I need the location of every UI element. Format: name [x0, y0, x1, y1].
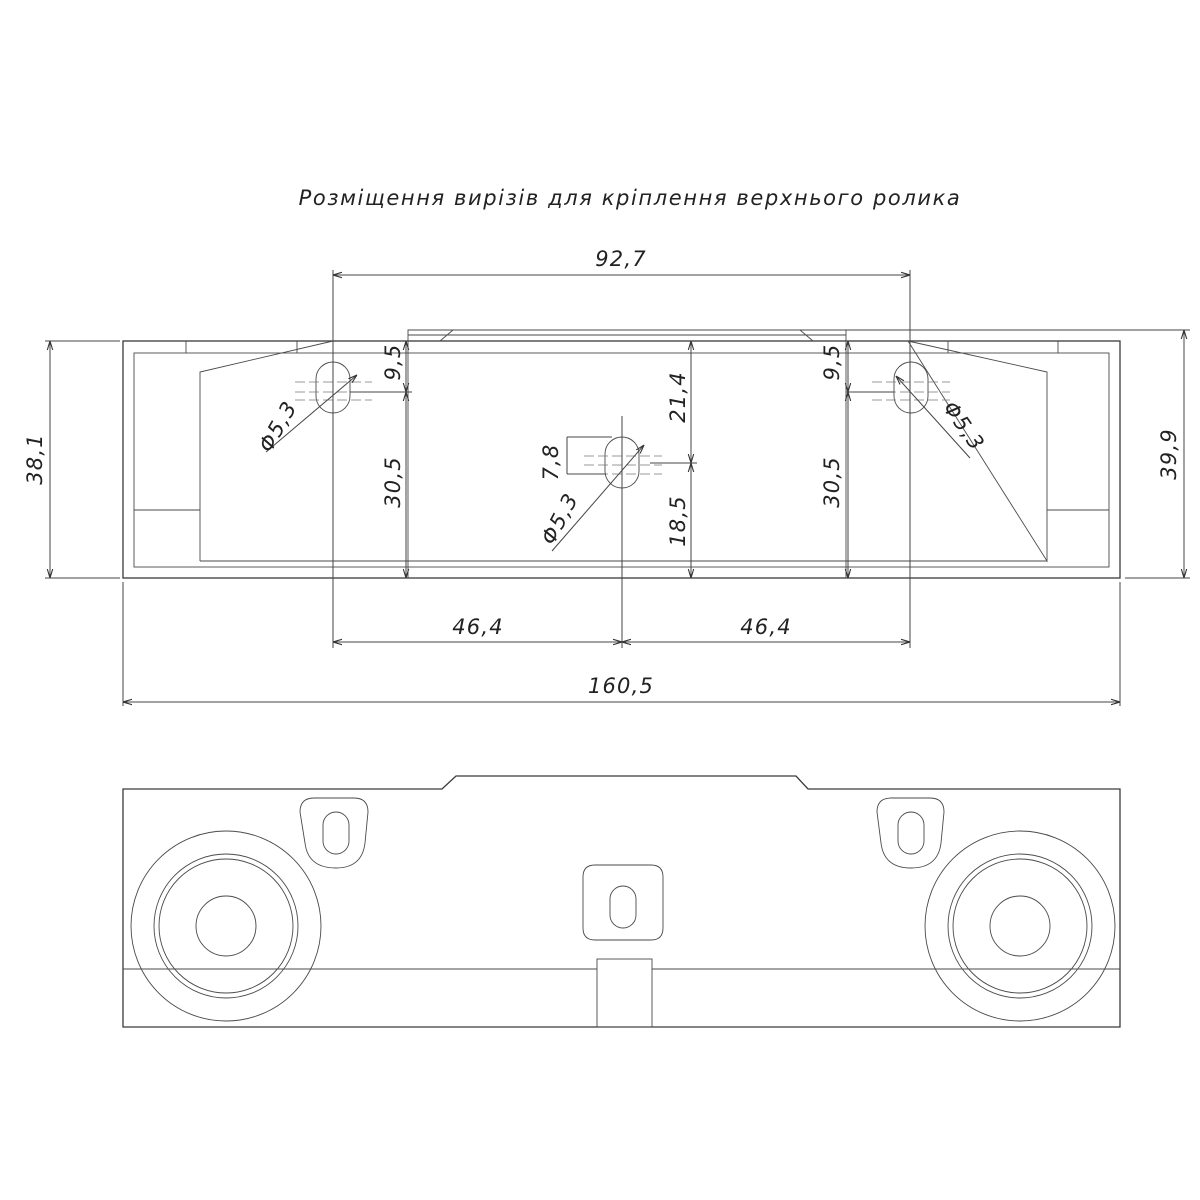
dim-right-hole-bottom-label: 30,5 [820, 456, 844, 508]
dim-right-hole-top-label: 9,5 [820, 344, 844, 381]
top-view-inner-plate [199, 340, 1048, 563]
right-mounting-tab [876, 797, 945, 869]
dim-center-hole-height: 7,8 [539, 437, 568, 481]
top-view-raised-flange [407, 329, 847, 342]
dim-total-width-label: 160,5 [588, 674, 654, 698]
dim-center-hole-vertical: 21,4 18,5 [650, 341, 697, 578]
dim-left-hole-vertical: 9,5 30,5 [350, 341, 412, 578]
left-mounting-tab [299, 797, 369, 869]
dim-left-height: 38,1 [23, 340, 120, 579]
dim-center-hole-bottom-label: 18,5 [666, 495, 690, 547]
dim-center-hole-height-label: 7,8 [539, 444, 563, 481]
left-roller-wheel [130, 830, 322, 1022]
front-view [122, 775, 1121, 1028]
dim-half-spans: 46,4 46,4 [333, 416, 910, 648]
center-mounting-slot [566, 436, 662, 489]
dim-left-height-label: 38,1 [23, 433, 47, 485]
dim-top-span: 92,7 [332, 247, 911, 648]
dim-center-hole-diameter-label: Φ5,3 [536, 489, 583, 549]
dim-left-hole-top-label: 9,5 [381, 344, 405, 381]
dim-left-hole-diameter-label: Φ5,3 [254, 397, 302, 456]
top-view-section-lines [407, 341, 847, 578]
dim-right-half-label: 46,4 [740, 615, 792, 639]
right-roller-wheel [924, 830, 1116, 1022]
dim-total-width: 160,5 [122, 582, 1121, 706]
dim-left-hole-bottom-label: 30,5 [381, 456, 405, 508]
dim-right-hole-vertical: 9,5 30,5 [820, 341, 894, 578]
dim-center-hole-top-label: 21,4 [666, 371, 690, 423]
dim-right-hole-diameter-label: Φ5,3 [938, 397, 989, 456]
dim-left-half-label: 46,4 [452, 615, 504, 639]
center-mounting-tab [582, 864, 664, 941]
dim-left-hole-diameter: Φ5,3 [254, 375, 357, 456]
drawing-title: Розміщення вирізів для кріплення верхньо… [299, 186, 962, 210]
right-mounting-slot [872, 361, 950, 414]
dim-right-height: 39,9 [846, 329, 1190, 579]
dim-top-span-label: 92,7 [595, 247, 647, 271]
front-view-outline [122, 775, 1121, 1028]
front-view-center-block [596, 958, 653, 1028]
dim-right-height-label: 39,9 [1157, 428, 1181, 480]
top-view-end-steps [134, 341, 1109, 511]
